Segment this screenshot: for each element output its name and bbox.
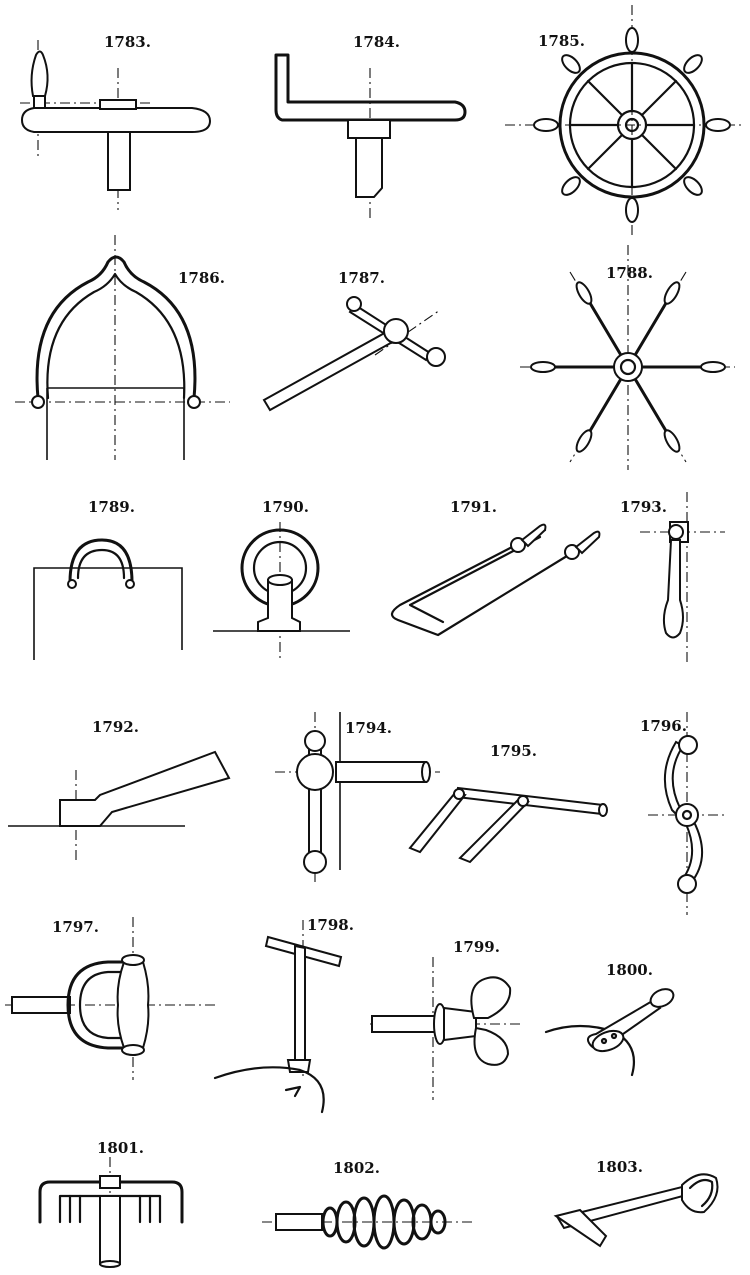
figure-label-1797: 1797. xyxy=(52,918,99,936)
figure-label-1801: 1801. xyxy=(97,1139,144,1157)
figure-1788: 1788. xyxy=(520,245,735,470)
figure-label-1802: 1802. xyxy=(333,1159,380,1177)
figure-1784: 1784. xyxy=(274,33,467,220)
figure-label-1784: 1784. xyxy=(353,33,400,51)
figure-1800: 1800. xyxy=(544,961,675,1077)
figure-1793: 1793. xyxy=(620,492,725,665)
figure-label-1785: 1785. xyxy=(538,32,585,50)
figure-1794: 1794. xyxy=(275,712,440,885)
figure-label-1800: 1800. xyxy=(606,961,653,979)
figure-label-1789: 1789. xyxy=(88,498,135,516)
figure-label-1790: 1790. xyxy=(262,498,309,516)
figure-1803: 1803. xyxy=(553,1158,719,1248)
figure-label-1794: 1794. xyxy=(345,719,392,737)
figure-label-1803: 1803. xyxy=(596,1158,643,1176)
figure-label-1791: 1791. xyxy=(450,498,497,516)
figure-1786: 1786. xyxy=(15,235,230,460)
figure-1792: 1792. xyxy=(8,718,231,860)
figure-1790: 1790. xyxy=(213,498,350,660)
figure-1785: 1785. xyxy=(505,5,745,235)
figure-label-1786: 1786. xyxy=(178,269,225,287)
figure-label-1796: 1796. xyxy=(640,717,687,735)
figure-1791: 1791. xyxy=(390,498,601,637)
figure-1783: 1783. xyxy=(20,33,212,210)
figure-1799: 1799. xyxy=(370,938,520,1100)
figure-1787: 1787. xyxy=(262,269,446,412)
figure-1795: 1795. xyxy=(408,742,608,864)
figure-1798: 1798. xyxy=(213,916,354,1114)
figure-label-1793: 1793. xyxy=(620,498,667,516)
figure-label-1799: 1799. xyxy=(453,938,500,956)
figure-1789: 1789. xyxy=(33,498,183,660)
figure-label-1787: 1787. xyxy=(338,269,385,287)
figure-label-1783: 1783. xyxy=(104,33,151,51)
figure-label-1788: 1788. xyxy=(606,264,653,282)
figure-label-1792: 1792. xyxy=(92,718,139,736)
figure-1801: 1801. xyxy=(38,1139,184,1270)
figure-1802: 1802. xyxy=(262,1159,475,1250)
figure-1796: 1796. xyxy=(640,712,725,915)
figure-label-1795: 1795. xyxy=(490,742,537,760)
figure-label-1798: 1798. xyxy=(307,916,354,934)
figure-1797: 1797. xyxy=(5,917,215,1080)
